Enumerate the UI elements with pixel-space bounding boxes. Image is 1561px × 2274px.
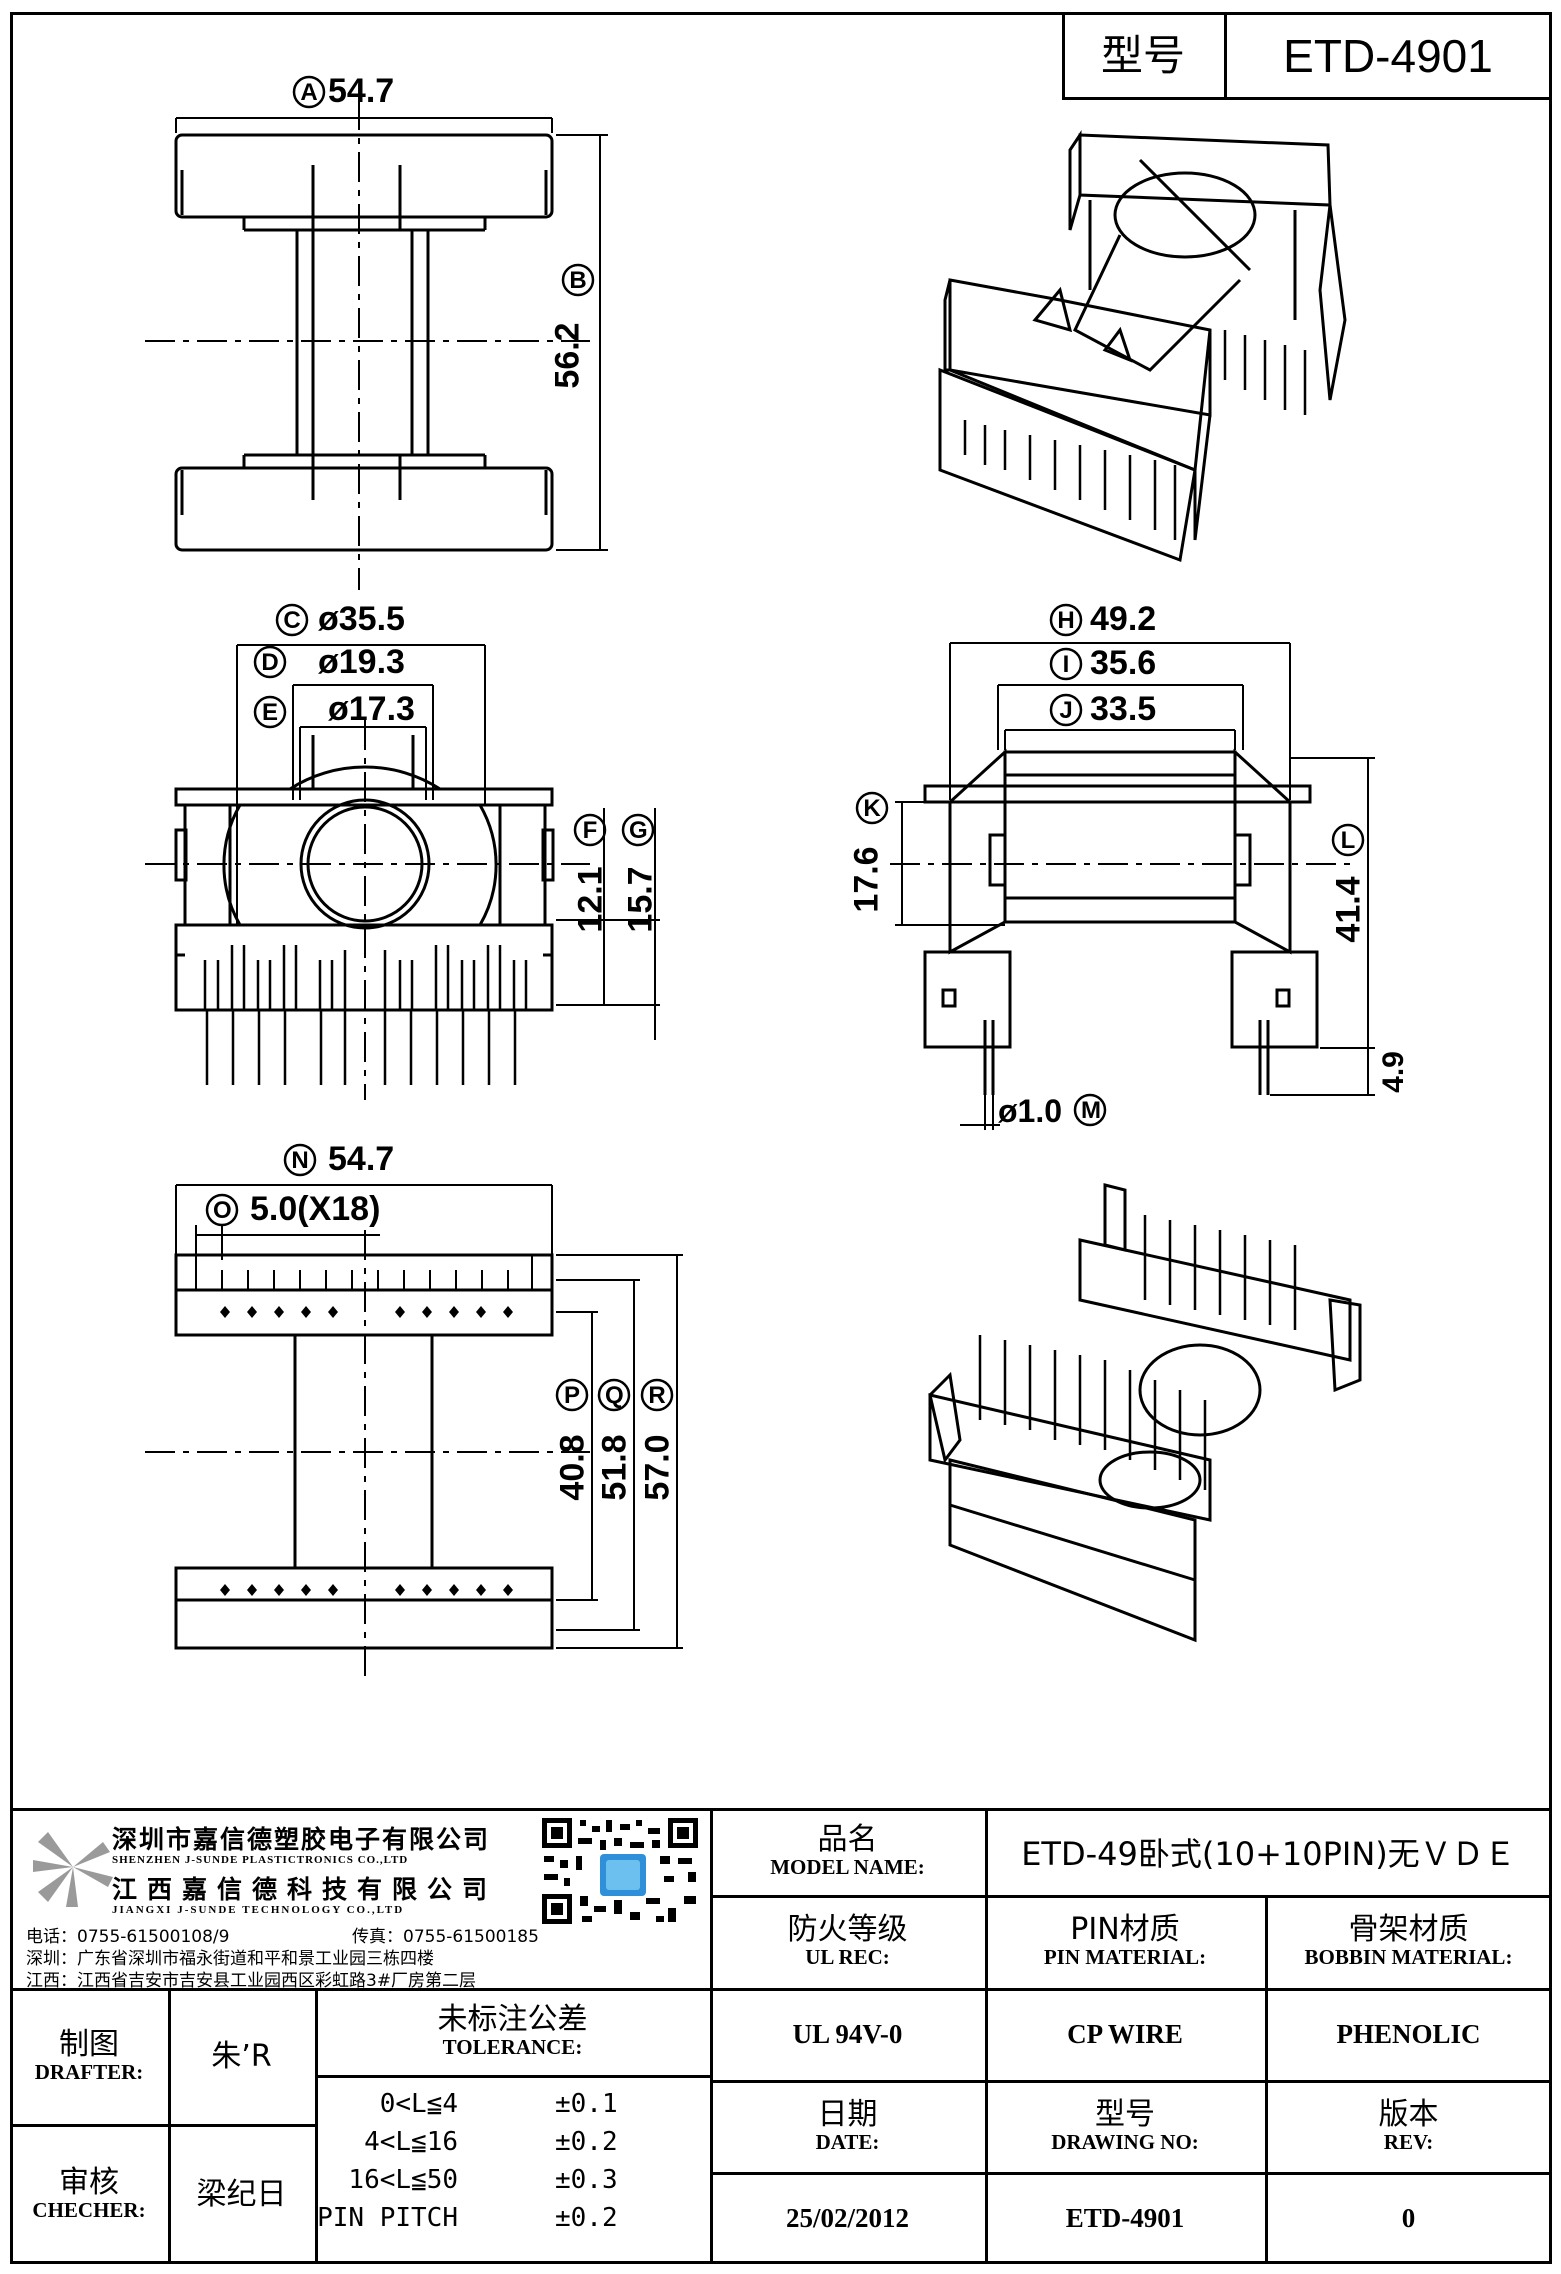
drawing-no-value: ETD-4901 bbox=[1065, 2202, 1185, 2233]
tolerance-table: 0<L≦4 ±0.1 4<L≦16 ±0.2 16<L≦50 ±0.3 PIN … bbox=[315, 2075, 710, 2264]
dim-p-letter: P bbox=[563, 1382, 580, 1409]
dim-4-9-value: 4.9 bbox=[1376, 1051, 1410, 1093]
dim-o-value: 5.0(X18) bbox=[250, 1190, 381, 1228]
checker-label: 审核 CHECHER: bbox=[32, 2164, 146, 2222]
dimension-markers bbox=[205, 75, 1365, 1412]
dim-e-value: ø17.3 bbox=[328, 690, 415, 728]
front-view bbox=[145, 644, 660, 1100]
tolerance-value: ±0.2 bbox=[555, 2203, 618, 2233]
company2-name-cn: 江西嘉信德科技有限公司 bbox=[112, 1875, 498, 1904]
tolerance-range: PIN PITCH bbox=[317, 2203, 458, 2233]
company-fax: 传真：0755-61500185 bbox=[352, 1927, 539, 1947]
date-value: 25/02/2012 bbox=[785, 2202, 909, 2233]
dim-n-value: 54.7 bbox=[328, 1140, 395, 1178]
dim-o-letter: O bbox=[213, 1197, 232, 1224]
dim-g-letter: G bbox=[629, 817, 648, 844]
rev-value: 0 bbox=[1401, 2202, 1416, 2233]
dim-l-value: 41.4 bbox=[1329, 876, 1368, 943]
outer-border bbox=[10, 12, 1552, 2264]
tolerance-label: 未标注公差 TOLERANCE: bbox=[437, 2002, 588, 2060]
dim-a-value: 54.7 bbox=[328, 72, 395, 110]
date-label: 日期 DATE: bbox=[815, 2096, 880, 2154]
dim-i-value: 35.6 bbox=[1090, 644, 1157, 682]
dim-l-letter: L bbox=[1340, 827, 1356, 854]
company-address-jiangxi: 江西：江西省吉安市吉安县工业园西区彩虹路3#厂房第二层 bbox=[26, 1971, 477, 1991]
model-header-label: 型号 bbox=[1100, 30, 1185, 80]
drafter-label: 制图 DRAFTER: bbox=[34, 2026, 144, 2084]
dim-m-value: ø1.0 bbox=[998, 1093, 1063, 1129]
product-name-value: ETD-49卧式(10+10PIN)无ＶＤＥ bbox=[1021, 1834, 1516, 1873]
qr-code bbox=[540, 1816, 700, 1926]
model-header-value: ETD-4901 bbox=[1283, 30, 1493, 82]
drawing-no-label: 型号 DRAWING NO: bbox=[1051, 2096, 1199, 2154]
dim-c-value: ø35.5 bbox=[318, 600, 405, 638]
dim-r-value: 57.0 bbox=[638, 1434, 677, 1501]
tolerance-range: 4<L≦16 bbox=[364, 2127, 458, 2157]
dim-r-letter: R bbox=[648, 1382, 666, 1409]
pin-material-value: CP WIRE bbox=[1067, 2018, 1183, 2049]
dim-a-letter: A bbox=[300, 79, 318, 106]
bobbin-material-label: 骨架材质 BOBBIN MATERIAL: bbox=[1304, 1912, 1513, 1970]
dim-p-value: 40.8 bbox=[553, 1434, 592, 1501]
company2-name-en: JIANGXI J-SUNDE TECHNOLOGY CO.,LTD bbox=[112, 1904, 405, 1916]
dim-j-value: 33.5 bbox=[1090, 690, 1157, 728]
dim-q-letter: Q bbox=[605, 1382, 624, 1409]
dim-j-letter: J bbox=[1059, 697, 1073, 724]
dim-q-value: 51.8 bbox=[595, 1434, 634, 1501]
company-name-cn: 深圳市嘉信德塑胶电子有限公司 bbox=[112, 1825, 491, 1854]
tolerance-value: ±0.2 bbox=[555, 2127, 618, 2157]
rev-label: 版本 REV: bbox=[1378, 2096, 1439, 2154]
tolerance-range: 16<L≦50 bbox=[348, 2165, 458, 2195]
title-block-top-border bbox=[10, 1808, 1552, 1811]
dim-d-value: ø19.3 bbox=[318, 643, 405, 681]
dim-m-letter: M bbox=[1081, 1097, 1101, 1124]
technical-drawing bbox=[145, 75, 1375, 1680]
tolerance-value: ±0.3 bbox=[555, 2165, 618, 2195]
company-logo bbox=[33, 1832, 113, 1907]
bottom-view bbox=[145, 1184, 683, 1680]
dim-n-letter: N bbox=[291, 1147, 309, 1174]
tolerance-value: ±0.1 bbox=[555, 2089, 618, 2119]
bobbin-material-value: PHENOLIC bbox=[1336, 2018, 1481, 2049]
company-block: 深圳市嘉信德塑胶电子有限公司 SHENZHEN J-SUNDE PLASTICT… bbox=[10, 1808, 710, 1991]
dim-f-value: 12.1 bbox=[571, 866, 610, 933]
iso-view-top bbox=[938, 130, 1347, 563]
dim-h-value: 49.2 bbox=[1090, 600, 1157, 638]
company-address-shenzhen: 深圳：广东省深圳市福永街道和平和景工业园三栋四楼 bbox=[26, 1949, 434, 1969]
company-name-en: SHENZHEN J-SUNDE PLASTICTRONICS CO.,LTD bbox=[112, 1854, 409, 1866]
ul-rec-value: UL 94V-0 bbox=[792, 2018, 903, 2049]
drafter-value: 朱’R bbox=[211, 2038, 272, 2074]
dim-d-letter: D bbox=[261, 649, 279, 676]
pin-material-label: PIN材质 PIN MATERIAL: bbox=[1043, 1912, 1207, 1970]
dim-k-value: 17.6 bbox=[847, 846, 886, 913]
side-view bbox=[890, 642, 1375, 1130]
top-view bbox=[145, 100, 608, 590]
dim-h-letter: H bbox=[1057, 607, 1075, 634]
product-name-label: 品名 MODEL NAME: bbox=[770, 1822, 925, 1880]
company-phone: 电话：0755-61500108/9 bbox=[26, 1927, 230, 1947]
tolerance-range: 0<L≦4 bbox=[379, 2089, 458, 2119]
dim-i-letter: I bbox=[1062, 651, 1070, 678]
dim-g-value: 15.7 bbox=[621, 866, 660, 933]
dim-e-letter: E bbox=[261, 699, 278, 726]
dim-k-letter: K bbox=[863, 795, 881, 822]
model-header-box bbox=[1062, 12, 1552, 100]
checker-value: 梁纪日 bbox=[196, 2176, 287, 2212]
iso-view-bottom bbox=[928, 1183, 1362, 1643]
dim-f-letter: F bbox=[582, 817, 598, 844]
dim-b-letter: B bbox=[569, 267, 587, 294]
dim-c-letter: C bbox=[283, 607, 301, 634]
ul-rec-label: 防火等级 UL REC: bbox=[787, 1912, 908, 1970]
dim-b-value: 56.2 bbox=[548, 322, 587, 389]
